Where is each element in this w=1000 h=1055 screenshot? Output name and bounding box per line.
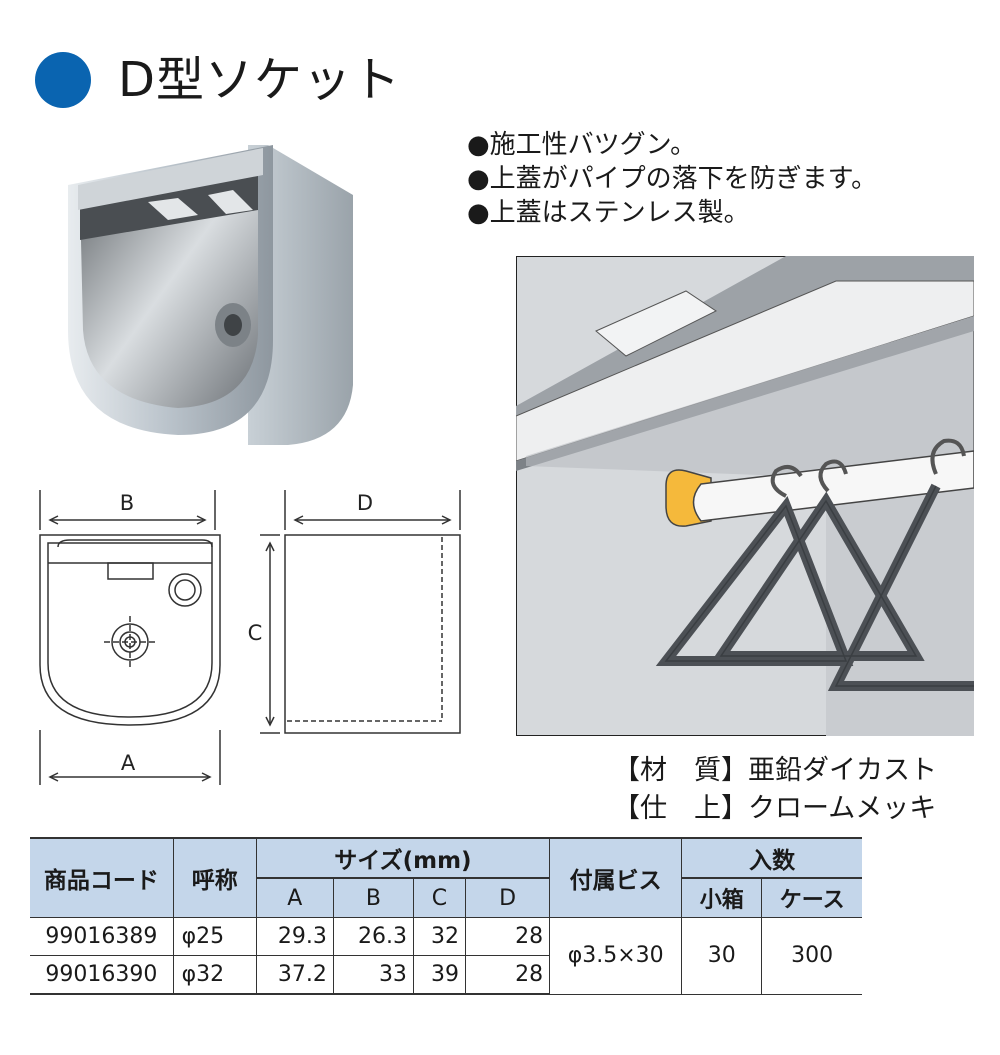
feature-item: ●上蓋はステンレス製。 — [467, 198, 750, 228]
cell-c: 32 — [412, 917, 467, 956]
feature-item: ●上蓋がパイプの落下を防ぎます。 — [467, 164, 878, 194]
feature-list: ●施工性バツグン。 ●上蓋がパイプの落下を防ぎます。 ●上蓋はステンレス製。 — [467, 128, 877, 230]
header-d: D — [464, 877, 551, 918]
label-d: D — [357, 491, 373, 515]
header-c: C — [412, 877, 467, 918]
title-bullet — [35, 52, 91, 108]
cell-code: 99016390 — [30, 955, 174, 995]
cell-d: 28 — [464, 955, 550, 995]
header-screw: 付属ビス — [549, 837, 683, 918]
page-title: D型ソケット — [118, 52, 401, 108]
spec-table: 商品コード 呼称 サイズ(mm) 付属ビス 入数 A B C D 小箱 ケース … — [30, 837, 862, 995]
header-a: A — [256, 877, 334, 918]
cell-name: φ25 — [172, 917, 257, 956]
cell-screw: φ3.5×30 — [549, 917, 683, 995]
header-case: ケース — [761, 877, 862, 918]
table-row: 99016390 φ32 37.2 33 39 28 — [30, 955, 862, 995]
cell-b: 33 — [332, 955, 414, 995]
header-b: B — [332, 877, 414, 918]
header-qty: 入数 — [681, 837, 862, 879]
cell-small-box: 30 — [681, 917, 763, 995]
label-a: A — [121, 751, 136, 775]
cell-c: 39 — [412, 955, 467, 995]
label-b: B — [120, 491, 134, 515]
spec-info: 【材 質】亜鉛ダイカスト 【仕 上】クロームメッキ — [613, 752, 937, 828]
dimension-drawing: B D C A — [39, 490, 461, 785]
cell-code: 99016389 — [30, 917, 174, 956]
cell-a: 29.3 — [255, 917, 334, 956]
cell-case: 300 — [761, 917, 862, 995]
spec-material: 【材 質】亜鉛ダイカスト — [613, 755, 937, 786]
header-code: 商品コード — [30, 837, 174, 918]
installation-illustration — [516, 256, 974, 736]
product-photo — [68, 145, 353, 445]
cell-a: 37.2 — [255, 955, 334, 995]
header-small-box: 小箱 — [681, 877, 763, 918]
feature-item: ●施工性バツグン。 — [467, 130, 697, 160]
label-c: C — [248, 621, 263, 645]
cell-d: 28 — [464, 917, 551, 956]
cell-b: 26.3 — [332, 917, 414, 956]
spec-finish: 【仕 上】クロームメッキ — [613, 793, 937, 824]
header-name: 呼称 — [172, 837, 257, 918]
cell-name: φ32 — [172, 955, 257, 995]
header-size: サイズ(mm) — [255, 837, 551, 879]
table-row: 99016389 φ25 29.3 26.3 32 28 φ3.5×30 30 … — [30, 917, 862, 995]
